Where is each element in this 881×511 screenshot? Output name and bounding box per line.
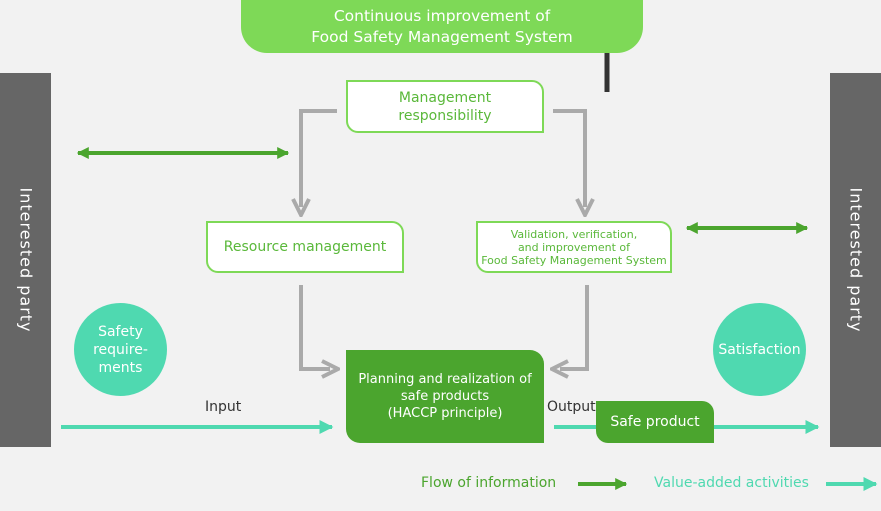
management-responsibility-box: Management responsibility bbox=[346, 80, 544, 133]
continuous-improvement-line2: Food Safety Management System bbox=[311, 27, 573, 46]
output-label: Output bbox=[547, 399, 596, 415]
input-label: Input bbox=[205, 399, 242, 415]
legend-value-added-activities: Value-added activities bbox=[654, 475, 809, 491]
safety-line3: ments bbox=[98, 359, 143, 376]
resource-management-label: Resource management bbox=[223, 239, 387, 255]
safety-line2: require- bbox=[93, 341, 148, 358]
continuous-improvement-box: Continuous improvement of Food Safety Ma… bbox=[241, 0, 643, 53]
validation-line3: Food Safety Management System bbox=[481, 253, 667, 267]
safe-product-label: Safe product bbox=[610, 414, 700, 430]
continuous-improvement-line1: Continuous improvement of bbox=[333, 6, 551, 25]
safety-line1: Safety bbox=[98, 323, 143, 340]
resource-to-planning-arrow bbox=[299, 285, 330, 369]
planning-line3: (HACCP principle) bbox=[387, 406, 503, 421]
management-line1: Management bbox=[398, 89, 492, 106]
satisfaction-circle: Satisfaction bbox=[713, 303, 806, 396]
safe-product-box: Safe product bbox=[596, 401, 714, 443]
right-interested-party-bar: Interested party bbox=[830, 73, 881, 447]
left-interested-party-bar: Interested party bbox=[0, 73, 51, 447]
validation-box: Validation, verification, and improvemen… bbox=[476, 221, 672, 273]
safety-requirements-circle: Safety require- ments bbox=[74, 303, 167, 396]
right-interested-party-label: Interested party bbox=[846, 187, 865, 333]
validation-line1: Validation, verification, bbox=[510, 227, 638, 241]
management-line2: responsibility bbox=[398, 107, 492, 124]
planning-line1: Planning and realization of bbox=[358, 372, 532, 387]
satisfaction-label: Satisfaction bbox=[718, 341, 801, 358]
legend-flow-of-information: Flow of information bbox=[421, 475, 557, 491]
mgmt-to-validation-arrow bbox=[553, 109, 585, 207]
planning-line2: safe products bbox=[400, 389, 490, 404]
planning-realization-box: Planning and realization of safe product… bbox=[346, 350, 544, 443]
validation-line2: and improvement of bbox=[517, 240, 631, 254]
mgmt-to-resource-arrow bbox=[301, 109, 337, 207]
left-interested-party-label: Interested party bbox=[16, 187, 35, 333]
validation-to-planning-arrow bbox=[560, 285, 589, 369]
resource-management-box: Resource management bbox=[206, 221, 404, 273]
